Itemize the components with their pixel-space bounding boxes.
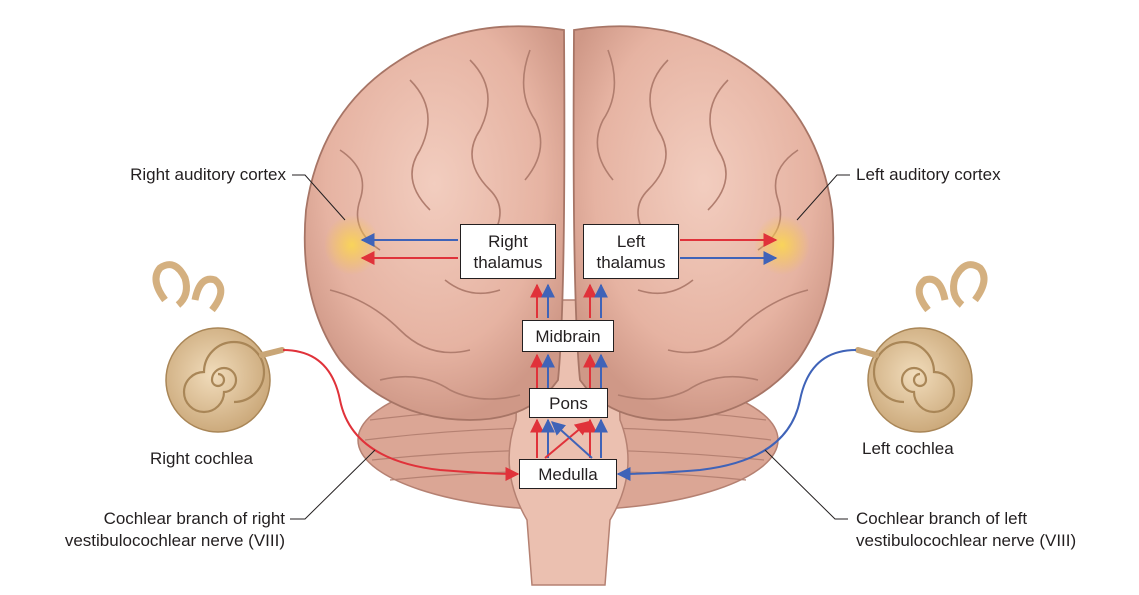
pons-box: Pons [529, 388, 608, 418]
left-auditory-cortex-area [754, 215, 810, 275]
left-nerve-label-line-1: Cochlear branch of left [856, 508, 1126, 530]
right-cochlea-illustration [156, 265, 282, 432]
left-nerve-label-line-2: vestibulocochlear nerve (VIII) [856, 530, 1126, 552]
left-thalamus-line-2: thalamus [597, 252, 666, 273]
midbrain-box: Midbrain [522, 320, 614, 352]
left-thalamus-box: Left thalamus [583, 224, 679, 279]
right-thalamus-box: Right thalamus [460, 224, 556, 279]
right-nerve-label-line-1: Cochlear branch of right [20, 508, 285, 530]
right-auditory-cortex-area [324, 215, 380, 275]
left-cochlea-label: Left cochlea [862, 438, 954, 460]
left-nerve-label: Cochlear branch of left vestibulocochlea… [856, 508, 1126, 552]
right-nerve-label: Cochlear branch of right vestibulocochle… [20, 508, 285, 552]
left-auditory-cortex-label: Left auditory cortex [856, 164, 1001, 186]
right-thalamus-line-1: Right [488, 231, 528, 252]
medulla-box: Medulla [519, 459, 617, 489]
right-cochlea-label: Right cochlea [150, 448, 253, 470]
right-thalamus-line-2: thalamus [474, 252, 543, 273]
right-auditory-cortex-label: Right auditory cortex [80, 164, 286, 186]
left-cochlea-illustration [858, 265, 984, 432]
left-thalamus-line-1: Left [617, 231, 645, 252]
right-nerve-label-line-2: vestibulocochlear nerve (VIII) [20, 530, 285, 552]
